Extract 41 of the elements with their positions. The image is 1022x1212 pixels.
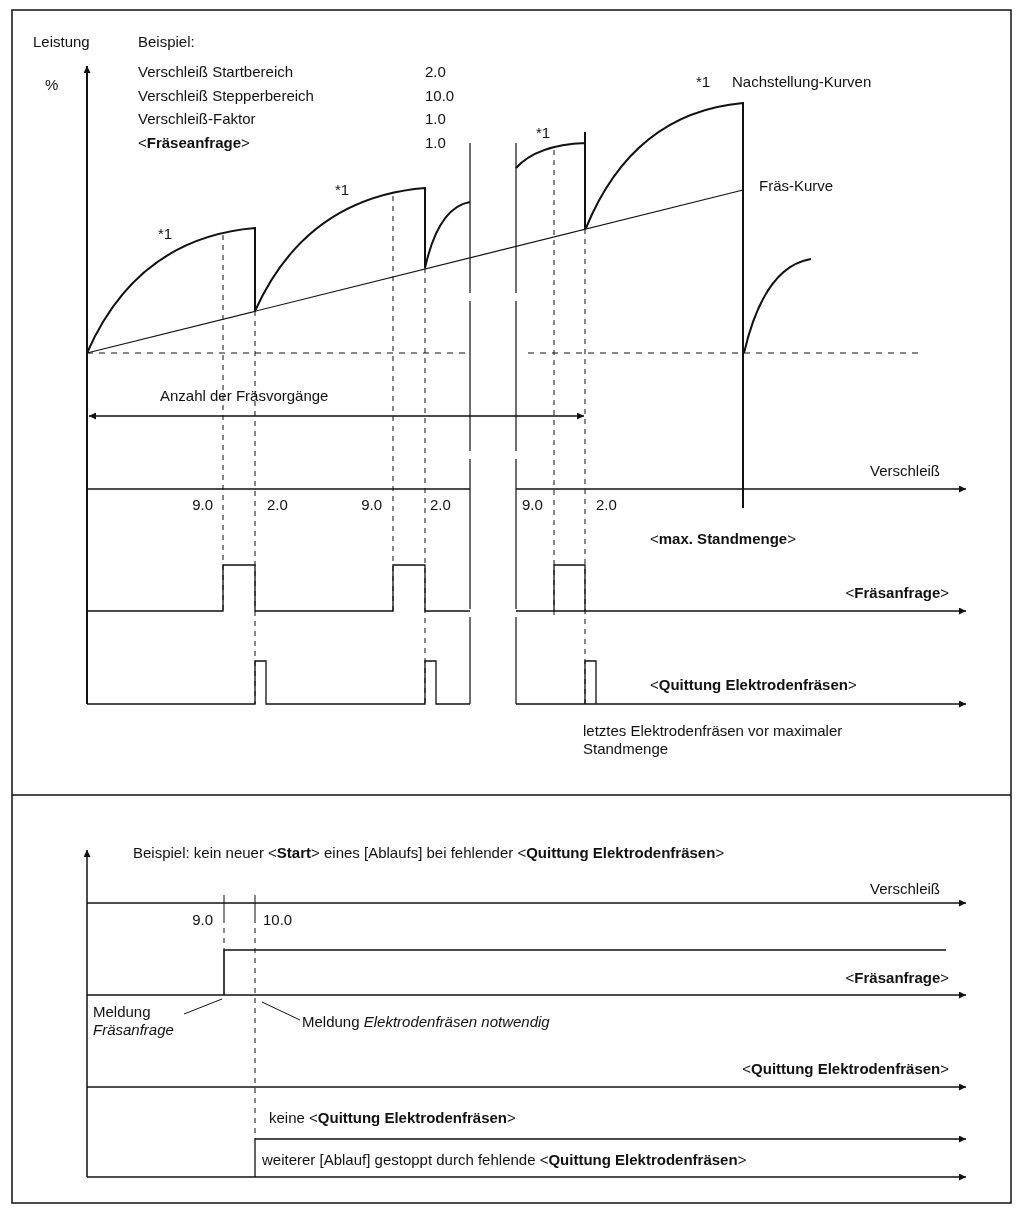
signal-label: <Fräsanfrage> [845, 584, 949, 602]
callout-text: Meldung Fräsanfrage [93, 1003, 183, 1039]
tick-value: 2.0 [430, 496, 451, 514]
curve-label: Nachstellung-Kurven [732, 73, 872, 91]
leader-line [183, 998, 223, 1015]
tick-value: 9.0 [522, 496, 543, 514]
tick-value: 10.0 [263, 911, 293, 929]
tick-value: 9.0 [192, 911, 213, 929]
curve-label: Fräs-Kurve [759, 177, 834, 195]
tick-value: 9.0 [361, 496, 382, 514]
signal-label: <max. Standmenge> [650, 530, 796, 548]
curve-marker: *1 [696, 73, 711, 91]
curve-marker: *1 [536, 124, 551, 142]
signal-label: <Quittung Elektrodenfräsen> [650, 676, 857, 694]
signal-label: weiterer [Ablauf] gestoppt durch fehlende <Quittung Elektrodenfräsen> [262, 1151, 747, 1169]
leader-line [261, 1001, 301, 1021]
signal-label: <Fräsanfrage> [845, 969, 949, 987]
callout-text: Meldung Elektrodenfräsen notwendig [302, 1013, 550, 1031]
tick-value: 9.0 [192, 496, 213, 514]
curve-marker: *1 [335, 181, 350, 199]
parameter-label: Verschleiß Stepperbereich [138, 87, 314, 105]
example-heading: Beispiel: [138, 33, 195, 51]
parameter-value: 1.0 [425, 110, 446, 128]
unit-label: % [45, 76, 59, 94]
parameter-label: <Fräseanfrage> [138, 134, 250, 152]
axis-label: Verschleiß [869, 880, 940, 898]
parameter-value: 1.0 [425, 134, 446, 152]
tick-value: 2.0 [267, 496, 288, 514]
parameter-label: Verschleiß Startbereich [138, 63, 294, 81]
signal-label: keine <Quittung Elektrodenfräsen> [269, 1109, 516, 1127]
parameter-value: 2.0 [425, 63, 446, 81]
axis-label: Leistung [33, 33, 90, 51]
dimension-label: Anzahl der Fräsvorgänge [160, 387, 329, 405]
tick-value: 2.0 [596, 496, 617, 514]
parameter-value: 10.0 [425, 87, 455, 105]
parameter-label: Verschleiß-Faktor [138, 110, 256, 128]
axis-label: Verschleiß [869, 462, 940, 480]
signal-label: <Quittung Elektrodenfräsen> [742, 1060, 949, 1078]
curve-marker: *1 [158, 225, 173, 243]
example-heading: Beispiel: kein neuer <Start> eines [Ablaufs] bei fehlender <Quittung Elektrodenfräsen> [133, 844, 725, 862]
note: letztes Elektrodenfräsen vor maximaler Standmenge [583, 722, 844, 758]
